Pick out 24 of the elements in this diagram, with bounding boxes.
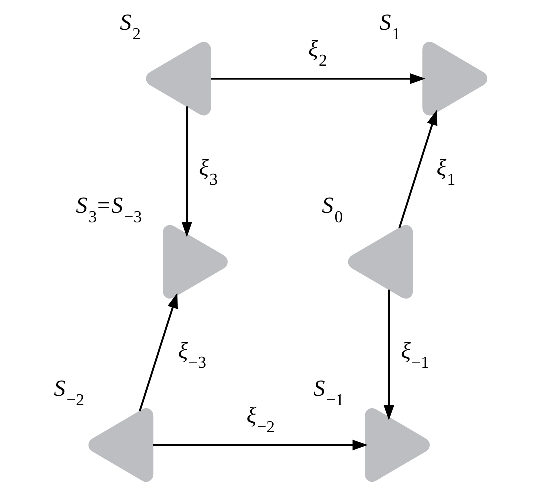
arrow [139, 293, 178, 412]
node-label: S$_{1}$ [380, 8, 401, 44]
node-label: S$_{0}$ [322, 192, 344, 226]
node-triangle [422, 42, 488, 116]
node-triangle [146, 42, 212, 116]
arrow [398, 110, 438, 228]
node-label: S$_{2}$ [120, 8, 142, 44]
arrow [384, 290, 394, 420]
node-label: S$_{−2}$ [54, 375, 85, 410]
edge-label: ξ$_{−1}$ [401, 337, 430, 372]
node-triangle [365, 408, 430, 482]
arrow [182, 106, 192, 238]
edge-label: ξ$_{−3}$ [178, 337, 207, 372]
arrow [154, 440, 368, 451]
node-triangle [88, 408, 154, 482]
node-label: S$_{−1}$ [314, 375, 344, 410]
node-label: S$_{3}$=S$_{−3}$ [76, 192, 142, 226]
node-triangle [348, 225, 414, 299]
edge-label: ξ$_{2}$ [308, 35, 328, 70]
node-triangle [163, 225, 228, 299]
edge-label: ξ$_{1}$ [436, 154, 456, 189]
edge-label: ξ$_{3}$ [199, 154, 218, 189]
arrow [211, 74, 426, 84]
edge-label: ξ$_{−2}$ [246, 402, 276, 436]
